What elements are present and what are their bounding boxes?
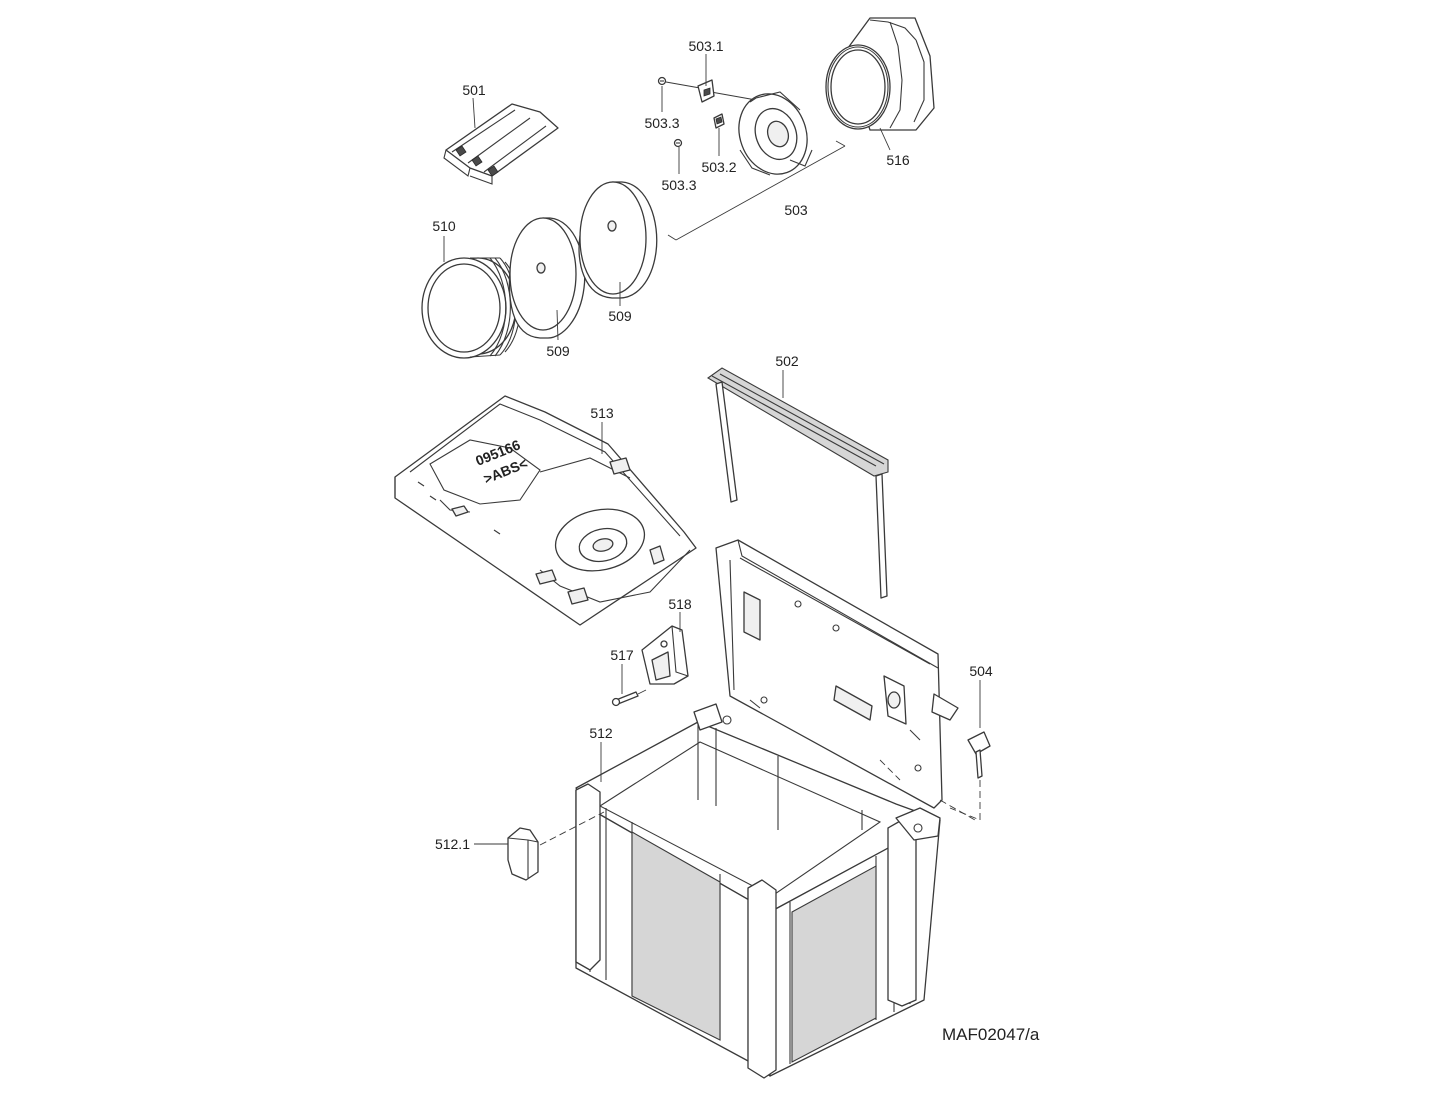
label-503-3-lower: 503.3 bbox=[661, 177, 696, 193]
part-509-filter-disc-rear bbox=[578, 181, 658, 299]
drawing-code: MAF02047/a bbox=[942, 1025, 1040, 1044]
label-509-front: 509 bbox=[546, 343, 570, 359]
part-504-key bbox=[967, 731, 991, 779]
part-516-tube-ring bbox=[825, 17, 935, 131]
label-517: 517 bbox=[610, 647, 634, 663]
label-513: 513 bbox=[590, 405, 614, 421]
part-502-lid-handle bbox=[706, 367, 889, 599]
filter-cover bbox=[738, 91, 813, 176]
label-509-rear: 509 bbox=[608, 308, 632, 324]
part-513-insert: 095166 >ABS< bbox=[394, 395, 697, 626]
screw-503-3-lower bbox=[673, 138, 683, 148]
part-501-handle-clip bbox=[443, 103, 559, 185]
clip-503-2 bbox=[713, 113, 725, 129]
label-516: 516 bbox=[886, 152, 910, 168]
label-518: 518 bbox=[668, 596, 692, 612]
screw-503-3-upper bbox=[657, 76, 667, 86]
assembly-dash-lines bbox=[539, 759, 981, 846]
label-503-3-upper: 503.3 bbox=[644, 115, 679, 131]
label-512: 512 bbox=[589, 725, 613, 741]
box-body bbox=[575, 703, 941, 1079]
part-510-threaded-ring bbox=[421, 257, 521, 359]
part-503-filter-cover-group bbox=[657, 76, 846, 241]
label-501: 501 bbox=[462, 82, 486, 98]
part-517-screw bbox=[611, 691, 639, 707]
label-502: 502 bbox=[775, 353, 799, 369]
box-lid bbox=[715, 539, 959, 809]
part-labels: 501 503.1 503.3 503.2 503.3 516 503 510 … bbox=[432, 38, 993, 852]
label-503-2: 503.2 bbox=[701, 159, 736, 175]
label-503-1: 503.1 bbox=[688, 38, 723, 54]
leader-lines bbox=[443, 54, 981, 845]
label-510: 510 bbox=[432, 218, 456, 234]
part-518-latch bbox=[641, 625, 689, 685]
label-504: 504 bbox=[969, 663, 993, 679]
label-512-1: 512.1 bbox=[435, 836, 470, 852]
part-512-box bbox=[575, 539, 959, 1079]
clip-503-1 bbox=[697, 79, 715, 103]
part-509-filter-disc-front bbox=[508, 217, 586, 339]
part-512-1-cap bbox=[507, 827, 539, 881]
label-503: 503 bbox=[784, 202, 808, 218]
